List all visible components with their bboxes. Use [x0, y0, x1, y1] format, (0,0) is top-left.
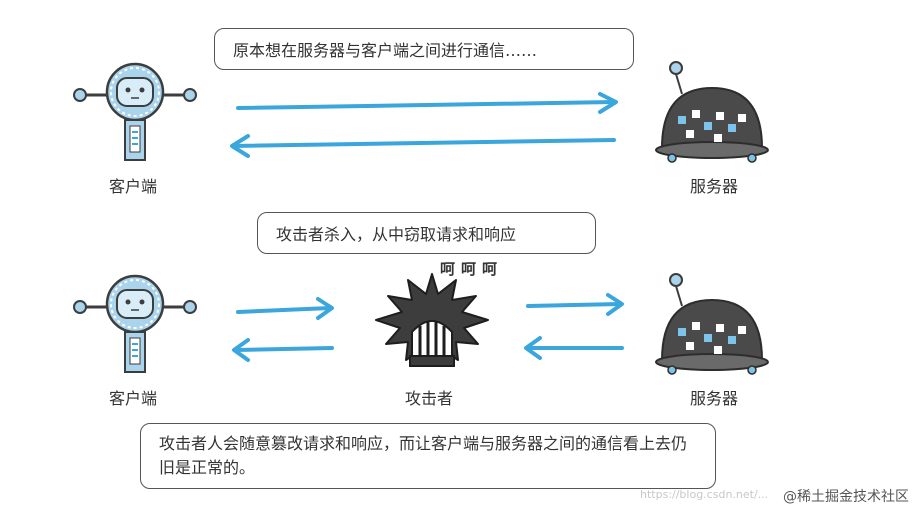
request-arrow-to-attacker	[236, 297, 334, 320]
watermark-text: @稀土掘金技术社区	[783, 489, 909, 505]
attacker-icon	[375, 273, 489, 367]
server-label-bottom: 服务器	[690, 389, 739, 408]
request-arrow	[236, 92, 618, 114]
server-label-top: 服务器	[690, 177, 739, 196]
caption-bubble-top: 原本想在服务器与客户端之间进行通信……	[214, 28, 634, 70]
client-label-bottom: 客户端	[109, 389, 158, 408]
response-arrow	[230, 134, 616, 158]
laugh-text: 呵呵呵	[440, 260, 504, 278]
server-icon	[655, 273, 769, 375]
caption-bubble-bottom: 攻击者人会随意篡改请求和响应，而让客户端与服务器之间的通信看上去仍旧是正常的。	[140, 423, 716, 489]
footer-caption-text: 攻击者人会随意篡改请求和响应，而让客户端与服务器之间的通信看上去仍旧是正常的。	[159, 434, 688, 477]
server-icon	[655, 61, 769, 163]
attacker-label: 攻击者	[405, 389, 454, 408]
watermark: @稀土掘金技术社区	[783, 486, 909, 506]
caption-top-text: 原本想在服务器与客户端之间进行通信……	[233, 41, 538, 60]
response-arrow-from-attacker	[232, 338, 334, 362]
caption-bubble-middle: 攻击者杀入，从中窃取请求和响应	[257, 212, 596, 254]
request-arrow-to-server	[526, 293, 624, 316]
client-robot-icon	[73, 62, 197, 161]
client-label-top: 客户端	[109, 177, 158, 196]
caption-middle-text: 攻击者杀入，从中窃取请求和响应	[276, 225, 517, 244]
response-arrow-from-server	[524, 336, 624, 360]
watermark-url: https://blog.csdn.net/...	[640, 488, 769, 501]
client-robot-icon	[73, 274, 197, 373]
